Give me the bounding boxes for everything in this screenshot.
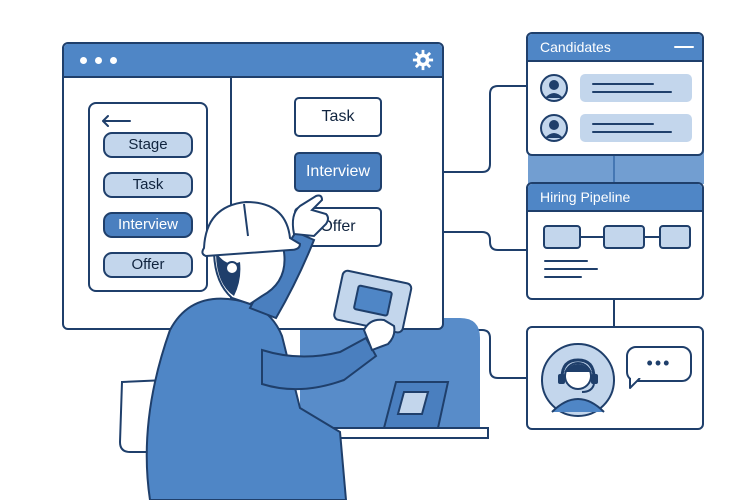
hiring-pipeline-title: Hiring Pipeline [528, 184, 702, 212]
candidate-row[interactable] [580, 114, 692, 142]
candidate-row-line [592, 131, 672, 133]
window-titlebar [64, 44, 442, 78]
candidates-title: Candidates [528, 34, 702, 62]
support-card: ••• [526, 326, 704, 430]
candidate-row-line [592, 91, 672, 93]
user-avatar-icon [540, 114, 568, 142]
candidate-row-line [592, 83, 654, 85]
window-dots-icon [80, 57, 87, 64]
user-avatar-icon [540, 74, 568, 102]
flow-step-task[interactable]: Task [294, 97, 382, 137]
headset-agent-icon [541, 343, 615, 417]
window-dots-icon [95, 57, 102, 64]
chat-bubble-tail [629, 378, 641, 389]
menu-item-interview[interactable]: Interview [103, 212, 193, 238]
menu-item-stage[interactable]: Stage [103, 132, 193, 158]
chat-bubble-dots: ••• [646, 353, 672, 373]
candidate-row-line [592, 123, 654, 125]
chat-bubble-icon[interactable]: ••• [626, 346, 692, 382]
menu-item-offer[interactable]: Offer [103, 252, 193, 278]
candidate-row[interactable] [580, 74, 692, 102]
window-divider [230, 78, 232, 328]
pipeline-diagram [543, 225, 691, 278]
window-dots-icon [110, 57, 117, 64]
hiring-pipeline-card: Hiring Pipeline [526, 182, 704, 300]
menu-line-icon[interactable] [674, 46, 694, 48]
gear-icon[interactable] [412, 49, 434, 71]
candidates-card: Candidates [526, 32, 704, 156]
menu-item-task[interactable]: Task [103, 172, 193, 198]
back-arrow-icon[interactable] [100, 114, 132, 128]
stage-menu-panel: Stage Task Interview Offer [88, 102, 208, 292]
flow-step-interview[interactable]: Interview [294, 152, 382, 192]
